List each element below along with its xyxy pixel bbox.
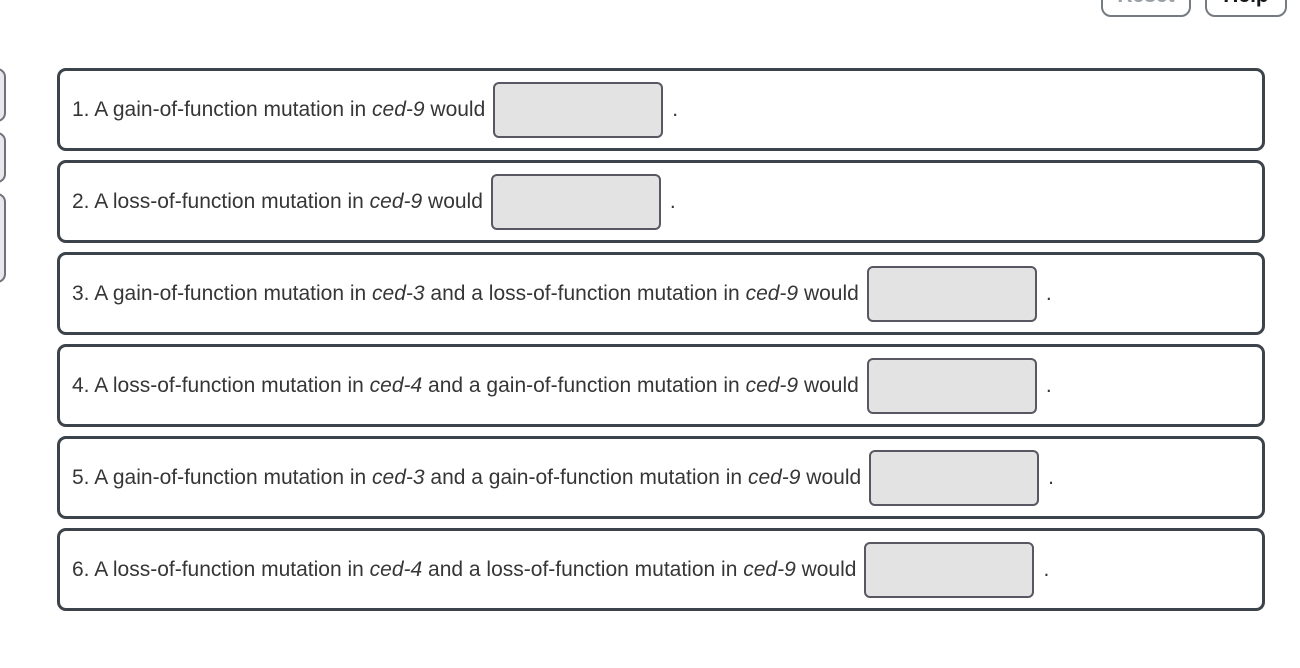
- question-segment: would: [800, 465, 862, 489]
- sentence-period: .: [672, 97, 679, 121]
- question-text: 1. A gain-of-function mutation in ced-9 …: [72, 98, 485, 122]
- question-segment: 2. A loss-of-function mutation in: [72, 189, 370, 213]
- answer-drop-zone[interactable]: [493, 81, 664, 138]
- question-text: 6. A loss-of-function mutation in ced-4 …: [72, 558, 856, 582]
- draggable-answer-chip[interactable]: [0, 68, 6, 122]
- draggable-answer-chip[interactable]: [0, 193, 6, 283]
- sentence-period: .: [1048, 465, 1055, 489]
- reset-button[interactable]: Reset: [1101, 0, 1191, 17]
- question-segment: 1. A gain-of-function mutation in: [72, 97, 373, 121]
- question-segment: would: [798, 373, 859, 397]
- sentence-period: .: [1045, 373, 1052, 397]
- question-segment: would: [798, 281, 859, 305]
- help-button[interactable]: Help: [1205, 0, 1287, 17]
- gene-name: ced-9: [369, 189, 423, 213]
- question-segment: 4. A loss-of-function mutation in: [72, 373, 370, 397]
- question-segment: and a gain-of-function mutation in: [424, 465, 748, 489]
- sentence-period: .: [1045, 281, 1052, 305]
- gene-name: ced-9: [745, 373, 799, 397]
- gene-name: ced-4: [369, 557, 423, 581]
- sentence-period: .: [669, 189, 676, 213]
- gene-name: ced-9: [745, 281, 799, 305]
- gene-name: ced-9: [372, 97, 425, 121]
- sentence-period: .: [1043, 557, 1050, 581]
- question-segment: would: [795, 557, 857, 581]
- gene-name: ced-9: [743, 557, 796, 581]
- question-segment: would: [424, 97, 486, 121]
- answer-drop-zone[interactable]: [866, 357, 1037, 414]
- answer-drop-zone[interactable]: [490, 173, 661, 230]
- question-segment: 5. A gain-of-function mutation in: [72, 465, 373, 489]
- question-segment: and a loss-of-function mutation in: [424, 281, 746, 305]
- gene-name: ced-3: [372, 281, 425, 305]
- question-segment: and a loss-of-function mutation in: [422, 557, 744, 581]
- question-segment: 6. A loss-of-function mutation in: [72, 557, 370, 581]
- question-text: 2. A loss-of-function mutation in ced-9 …: [72, 190, 483, 214]
- draggable-answer-chip[interactable]: [0, 132, 6, 183]
- answer-drop-zone[interactable]: [869, 449, 1040, 506]
- question-row: 5. A gain-of-function mutation in ced-3 …: [57, 436, 1265, 519]
- question-segment: would: [422, 189, 483, 213]
- question-text: 4. A loss-of-function mutation in ced-4 …: [72, 374, 859, 398]
- question-list: 1. A gain-of-function mutation in ced-9 …: [57, 68, 1265, 620]
- question-segment: and a gain-of-function mutation in: [422, 373, 746, 397]
- gene-name: ced-3: [372, 465, 425, 489]
- question-row: 1. A gain-of-function mutation in ced-9 …: [57, 68, 1265, 151]
- question-text: 3. A gain-of-function mutation in ced-3 …: [72, 282, 859, 306]
- question-row: 2. A loss-of-function mutation in ced-9 …: [57, 160, 1265, 243]
- answer-drop-zone[interactable]: [866, 265, 1037, 322]
- question-row: 4. A loss-of-function mutation in ced-4 …: [57, 344, 1265, 427]
- question-row: 3. A gain-of-function mutation in ced-3 …: [57, 252, 1265, 335]
- question-text: 5. A gain-of-function mutation in ced-3 …: [72, 466, 861, 490]
- question-segment: 3. A gain-of-function mutation in: [72, 281, 373, 305]
- gene-name: ced-9: [747, 465, 801, 489]
- gene-name: ced-4: [369, 373, 423, 397]
- question-row: 6. A loss-of-function mutation in ced-4 …: [57, 528, 1265, 611]
- answer-drop-zone[interactable]: [864, 541, 1035, 598]
